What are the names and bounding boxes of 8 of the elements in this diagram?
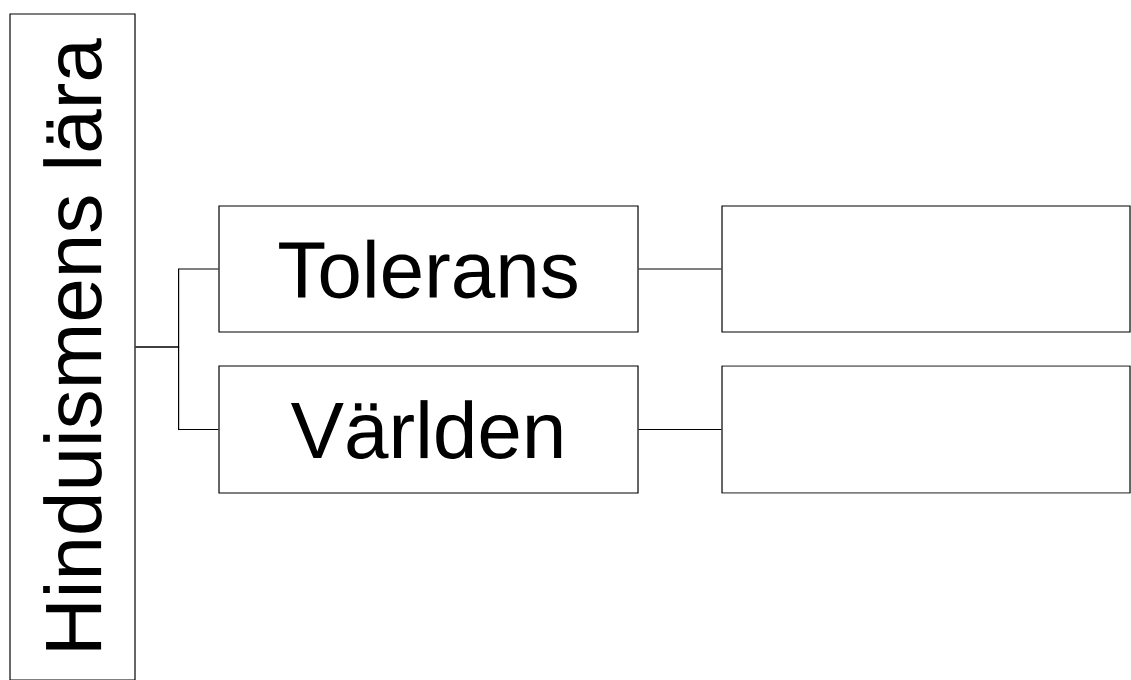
connector-line [638,268,722,270]
title-box: Hinduismens lära [9,13,136,680]
category-box: Världen [218,365,639,494]
connector-line [135,346,219,431]
empty-box [721,365,1131,494]
connector-line [638,428,722,431]
empty-box [721,205,1131,333]
category-box: Tolerans [218,205,639,333]
